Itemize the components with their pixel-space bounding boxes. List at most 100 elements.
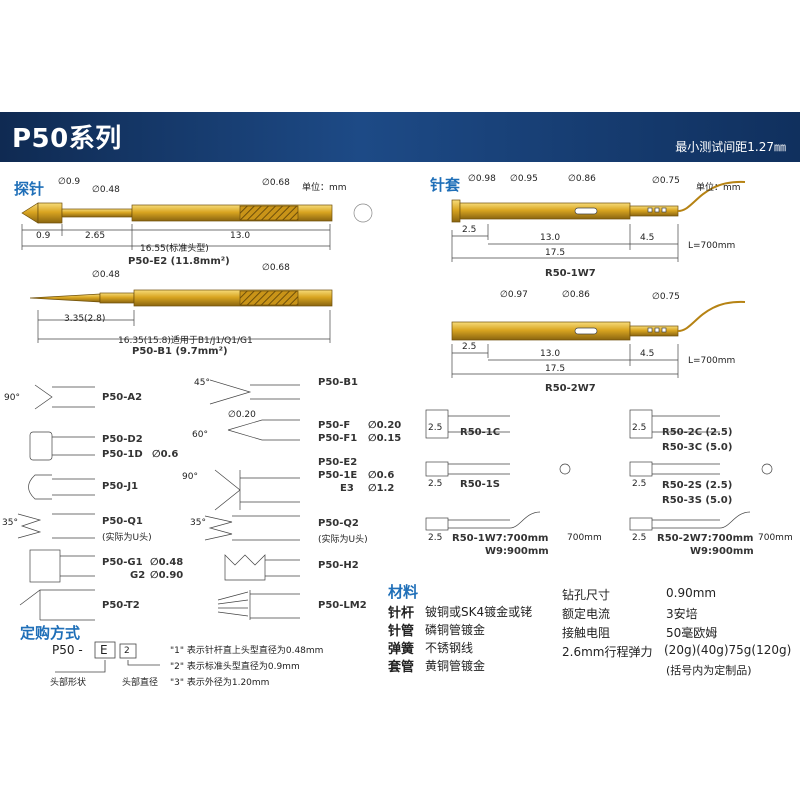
e2-d2: ∅0.48 — [92, 185, 120, 195]
tip-a2-shape — [34, 384, 95, 410]
w2-dim3: 4.5 — [640, 349, 655, 359]
tip-t2-label: P50-T2 — [102, 600, 140, 611]
sleeve-1w9-label: W9:900mm — [485, 546, 549, 557]
tip-g1-val: ∅0.48 — [150, 557, 184, 568]
mat-key-3: 套管 — [388, 660, 415, 675]
tip-e3-val: ∅1.2 — [368, 483, 395, 494]
w2-len: L=700mm — [688, 356, 736, 366]
tip-g1-label: P50-G1 — [102, 557, 143, 568]
f-top: ∅0.20 — [228, 410, 256, 420]
probe-section-title: 探针 — [14, 180, 45, 198]
w1-name: R50-1W7 — [545, 268, 596, 279]
tip-j1-shape — [28, 474, 95, 500]
order-box-2: 2 — [124, 646, 130, 656]
header-bar: P50系列 最小测试间距1.27㎜ — [0, 112, 800, 162]
e2-dim3: 13.0 — [230, 231, 251, 241]
probe-unit: 单位：mm — [302, 183, 347, 193]
tip-f-label: P50-F — [318, 420, 351, 431]
tip-q1-note: (实际为U头) — [102, 533, 152, 543]
w2-d2: ∅0.86 — [562, 290, 590, 300]
tip-q2-label: P50-Q2 — [318, 518, 359, 529]
sleeve-unit: 单位：mm — [696, 183, 741, 193]
w2-name: R50-2W7 — [545, 383, 596, 394]
order-line-2: "2" 表示标准头型直径为0.9mm — [170, 662, 300, 672]
mat-key-1: 针管 — [388, 624, 415, 639]
order-line-1: "1" 表示针杆直上头型直径为0.48mm — [170, 646, 324, 656]
sleeve-3c-label: R50-3C (5.0) — [662, 442, 733, 453]
b1-name: P50-B1 (9.7mm²) — [132, 346, 228, 357]
a2-angle: 90° — [4, 393, 20, 403]
tip-lm2-shape — [217, 590, 300, 620]
tip-lm2-label: P50-LM2 — [318, 600, 367, 611]
sleeve-2s-label: R50-2S (2.5) — [662, 480, 733, 491]
materials-section-title: 材料 — [388, 583, 419, 601]
w2-700: 700mm — [758, 533, 793, 543]
spec-val-0: 0.90mm — [666, 586, 717, 600]
sleeve-2w7-label: R50-2W7:700mm — [657, 533, 754, 544]
w1-len: L=700mm — [688, 241, 736, 251]
w2-dim1: 2.5 — [462, 342, 477, 352]
tip-q2-note: (实际为U头) — [318, 535, 368, 545]
q1-angle: 35° — [2, 518, 18, 528]
w1-dim: 2.5 — [428, 533, 443, 543]
mat-key-2: 弹簧 — [388, 642, 415, 657]
tip-e2-label: P50-E2 — [318, 457, 358, 468]
s1-dim: 2.5 — [428, 479, 443, 489]
order-label-dia: 头部直径 — [122, 678, 159, 688]
spec-val-2: 50毫欧姆 — [666, 626, 718, 640]
f-angle: 60° — [192, 430, 208, 440]
s2-dim: 2.5 — [632, 479, 647, 489]
sleeve-2w9-label: W9:900mm — [690, 546, 754, 557]
sleeve-2c-label: R50-2C (2.5) — [662, 427, 733, 438]
w1-dim1: 2.5 — [462, 225, 477, 235]
mat-val-3: 黄铜管镀金 — [425, 659, 486, 673]
w1-700: 700mm — [567, 533, 602, 543]
w2-dim2: 13.0 — [540, 349, 561, 359]
e-angle: 90° — [182, 472, 198, 482]
b1-dim2: 16.35(15.8)适用于B1/J1/Q1/G1 — [118, 336, 253, 346]
w2-d3: ∅0.75 — [652, 292, 680, 302]
q2-angle: 35° — [190, 518, 206, 528]
tip-f-shape — [227, 419, 300, 441]
tip-1e-val: ∅0.6 — [368, 470, 395, 481]
order-section-title: 定购方式 — [20, 624, 81, 642]
order-diagram — [55, 641, 160, 673]
order-prefix: P50 - — [52, 643, 83, 657]
tip-d2-label: P50-D2 — [102, 434, 143, 445]
tip-f-val: ∅0.20 — [368, 420, 402, 431]
sleeve-1w7-label: R50-1W7:700mm — [452, 533, 549, 544]
tip-e3-label: E3 — [340, 483, 354, 494]
w2-d1: ∅0.97 — [500, 290, 528, 300]
mat-val-0: 铍铜或SK4镀金或铑 — [425, 605, 533, 619]
sleeve-c-shapes — [425, 409, 720, 439]
sleeve-2w7-drawing — [451, 300, 746, 341]
w1-dim3: 4.5 — [640, 233, 655, 243]
e2-dim1: 0.9 — [36, 231, 51, 241]
spec-key-2: 接触电阻 — [562, 626, 611, 640]
tip-1d-label: P50-1D — [102, 449, 143, 460]
tip-a2-label: P50-A2 — [102, 392, 143, 403]
sleeve-s-shapes — [425, 461, 773, 477]
e2-name: P50-E2 (11.8mm²) — [128, 256, 230, 267]
mat-val-1: 磷铜管镀金 — [425, 623, 486, 637]
tip-1d-val: ∅0.6 — [152, 449, 179, 460]
tip-g2-label: G2 — [130, 570, 146, 581]
tip-f1-label: P50-F1 — [318, 433, 358, 444]
b1-d1: ∅0.48 — [92, 270, 120, 280]
tip-q1-shape — [17, 513, 95, 539]
w1-dim4: 17.5 — [545, 248, 566, 258]
sleeve-w-shapes — [425, 511, 751, 531]
order-label-shape: 头部形状 — [50, 678, 87, 688]
w1-d3: ∅0.86 — [568, 174, 596, 184]
tip-g2-val: ∅0.90 — [150, 570, 184, 581]
tip-h2-shape — [224, 554, 300, 581]
w1-dim2: 13.0 — [540, 233, 561, 243]
sleeve-1w7-drawing — [451, 180, 746, 223]
probe-e2-drawing — [21, 202, 373, 224]
c2-dim: 2.5 — [632, 423, 647, 433]
tip-g1-shape — [29, 549, 95, 583]
probe-b1-drawing — [29, 289, 333, 307]
order-line-3: "3" 表示外径为1.20mm — [170, 678, 270, 688]
spec-val-1: 3安培 — [666, 607, 698, 621]
